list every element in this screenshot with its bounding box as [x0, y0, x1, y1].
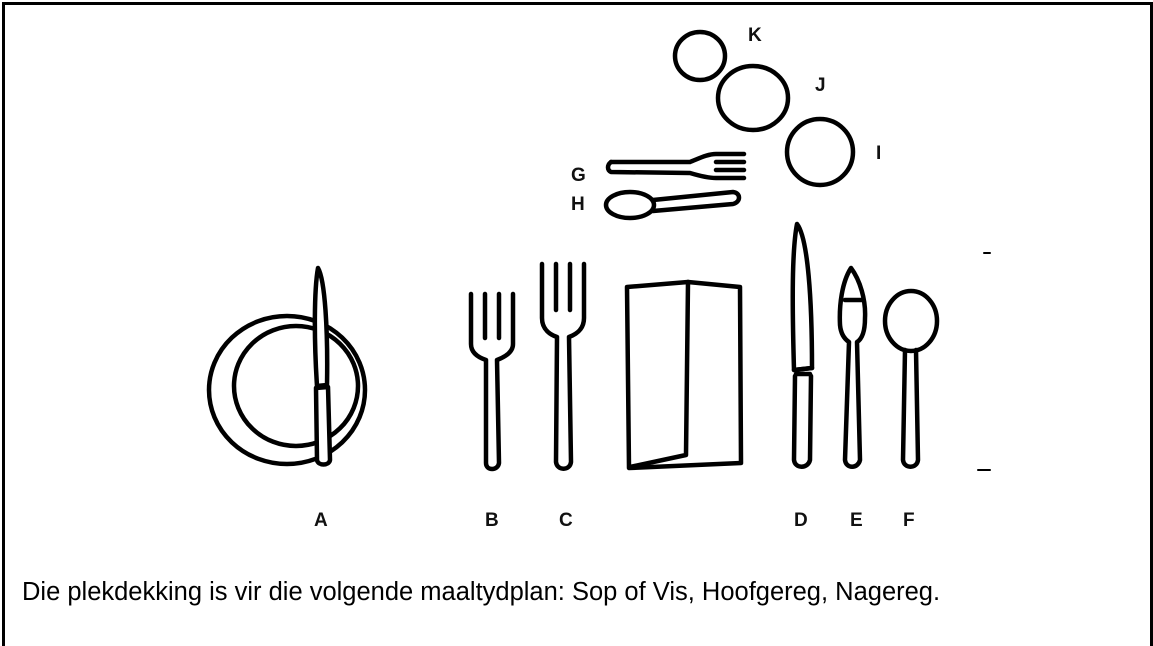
label-g: G: [571, 166, 586, 185]
label-b: B: [485, 511, 499, 530]
caption-text: Die plekdekking is vir die volgende maal…: [22, 576, 1134, 608]
label-d: D: [794, 511, 808, 530]
label-a: A: [314, 511, 328, 530]
label-e: E: [850, 511, 863, 530]
bread-plate-with-knife: [209, 268, 365, 465]
napkin: [627, 282, 741, 468]
label-k: K: [748, 26, 762, 45]
label-f: F: [903, 511, 915, 530]
glass-k: [675, 32, 725, 80]
glass-i: [787, 119, 853, 185]
spoon-f: [885, 291, 937, 467]
label-h: H: [571, 195, 585, 214]
fork-c: [542, 264, 584, 469]
label-i: I: [876, 144, 881, 163]
knife-d: [793, 224, 812, 467]
glass-j: [718, 66, 788, 130]
label-c: C: [559, 511, 573, 530]
label-j: J: [815, 76, 826, 95]
dessert-spoon-h: [606, 192, 739, 218]
fork-b: [471, 294, 513, 469]
dessert-fork-g: [608, 154, 744, 178]
fish-knife-e: [840, 268, 865, 467]
